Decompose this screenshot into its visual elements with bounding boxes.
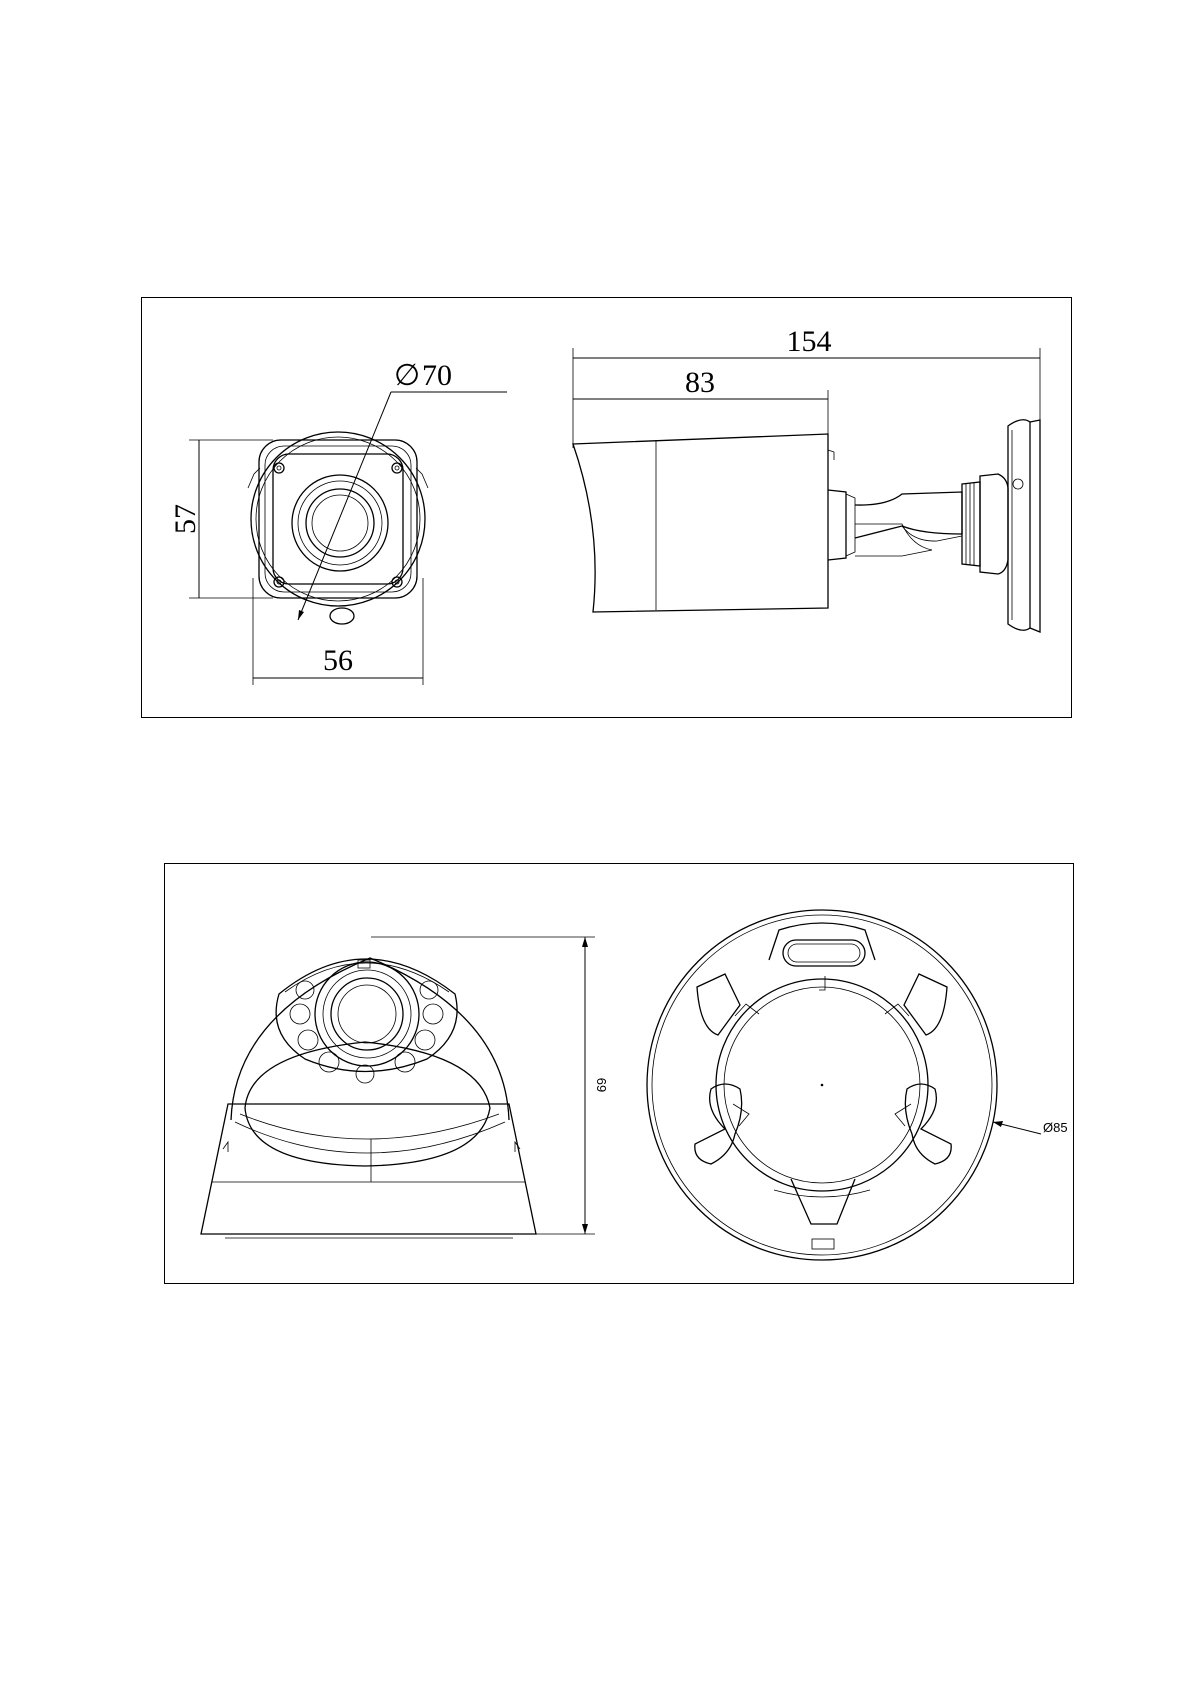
length-154-label: 154: [787, 325, 832, 358]
dome-side-view: 69: [201, 937, 609, 1238]
dome-base-view: Ø85: [647, 910, 1068, 1260]
diameter-symbol: ∅: [394, 359, 420, 392]
bullet-front-view: ∅ 70 57 56: [169, 359, 507, 685]
dome-camera-drawing-panel: 69 Ø85: [164, 863, 1074, 1284]
bullet-camera-drawing-panel: ∅ 70 57 56: [141, 297, 1072, 718]
width-56-label: 56: [323, 644, 353, 677]
height-69-label: 69: [594, 1078, 609, 1092]
bullet-camera-drawing: ∅ 70 57 56: [142, 298, 1073, 719]
bullet-side-view: 154 83: [573, 325, 1040, 632]
height-57-label: 57: [169, 504, 202, 534]
length-83-label: 83: [685, 366, 715, 399]
diameter-70-label: 70: [422, 359, 452, 392]
dome-camera-drawing: 69 Ø85: [165, 864, 1075, 1285]
diameter-85-label: Ø85: [1043, 1120, 1068, 1135]
